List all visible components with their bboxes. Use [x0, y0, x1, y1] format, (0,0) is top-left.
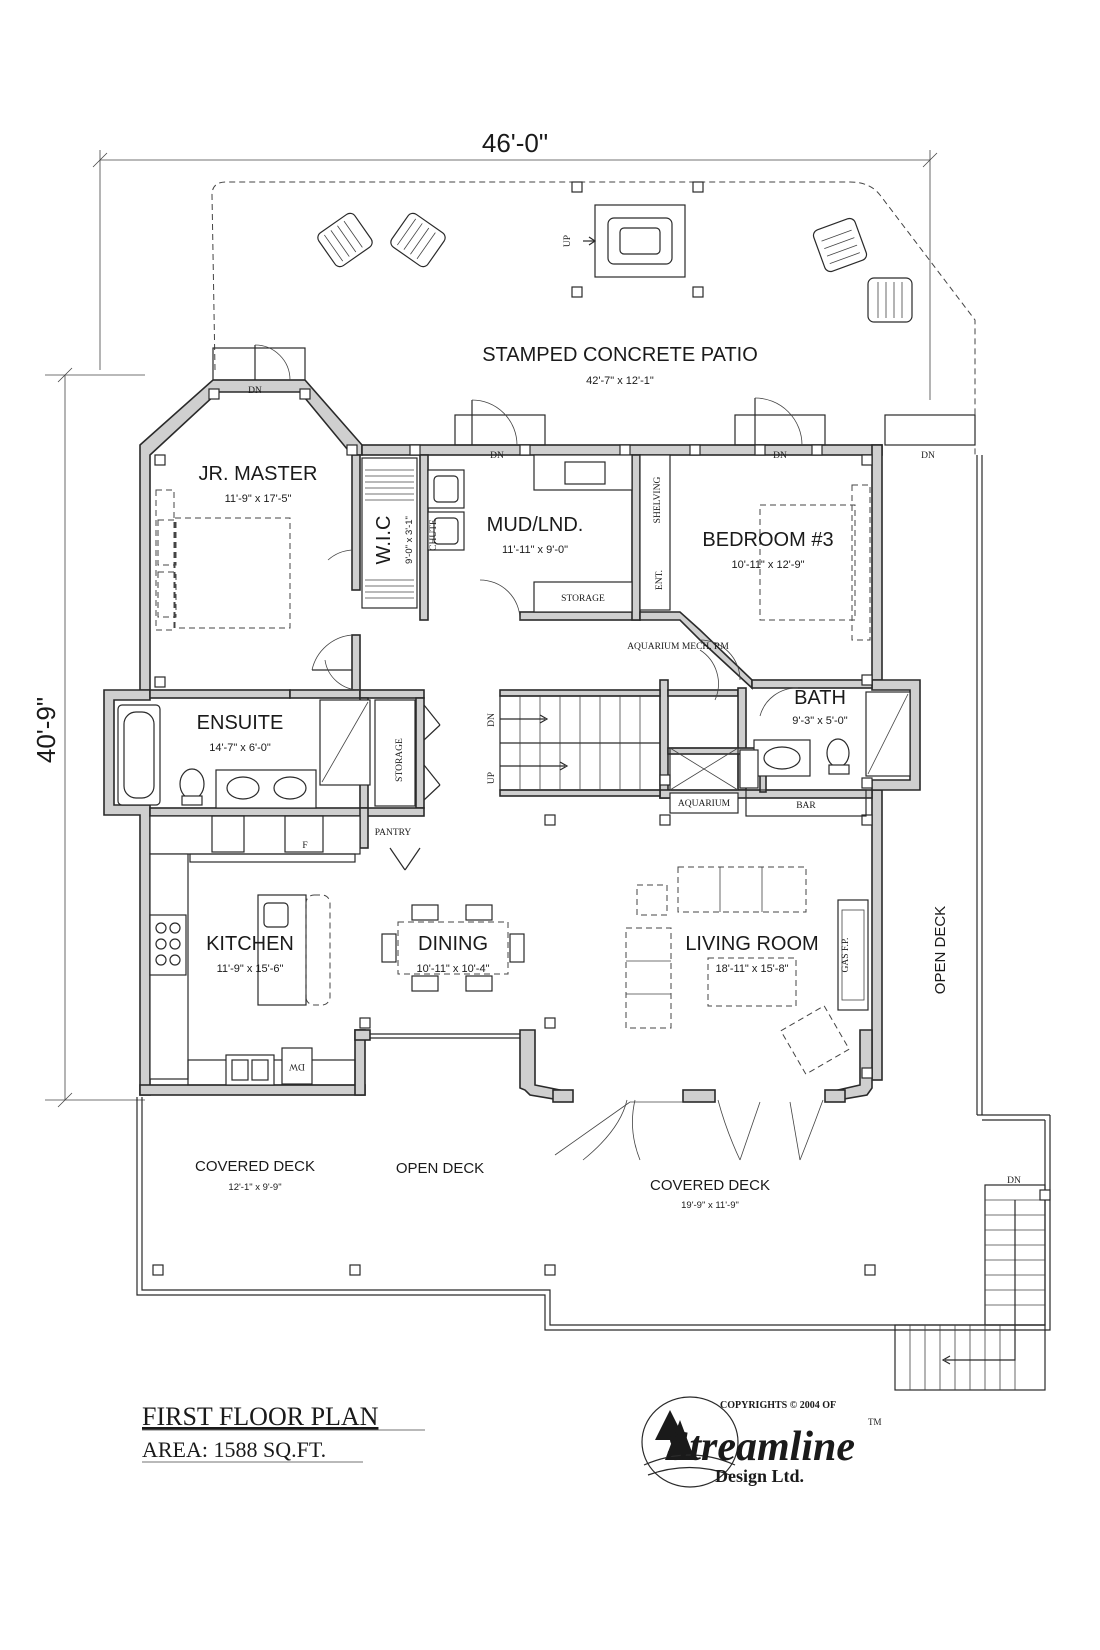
bath-name: BATH — [794, 687, 846, 709]
shelving-label: SHELVING — [653, 477, 663, 524]
patio-name: STAMPED CONCRETE PATIO — [482, 344, 758, 366]
kitchen-size: 11'-9" x 15'-6" — [217, 963, 284, 975]
ensuite-fixtures — [117, 699, 416, 809]
bay-windows — [554, 1099, 824, 1161]
patio-chair-4 — [867, 277, 913, 323]
stair-up-label: UP — [487, 772, 497, 784]
chute-label: CHUTE — [429, 519, 439, 551]
kitchen-name: KITCHEN — [206, 933, 294, 955]
living-name: LIVING ROOM — [685, 933, 818, 955]
copyright-text: COPYRIGHTS © 2004 OF — [720, 1400, 836, 1411]
dining-table — [381, 904, 525, 992]
patio-outline — [211, 181, 976, 455]
storage-mud-label: STORAGE — [561, 594, 605, 604]
brand-sub: Design Ltd. — [715, 1466, 804, 1486]
wic-shelving — [361, 457, 418, 609]
stairs: DN UP — [487, 695, 661, 791]
bar-counter — [745, 789, 867, 817]
aquarium-label: AQUARIUM — [678, 799, 731, 809]
bath-fixtures — [753, 691, 911, 777]
storage-ensuite-label: STORAGE — [395, 738, 405, 782]
bath-size: 9'-3" x 5'-0" — [792, 715, 848, 727]
ensuite-name: ENSUITE — [197, 712, 284, 734]
patio-chair-2 — [390, 212, 446, 268]
stair-dn-label: DN — [487, 713, 497, 727]
covered-deck-right-name: COVERED DECK — [650, 1177, 770, 1194]
mud-size: 11'-11" x 9'-0" — [502, 544, 568, 556]
bar-label: BAR — [796, 801, 816, 811]
mud-name: MUD/LND. — [487, 514, 584, 536]
wic-size: 9'-0" x 3'-1" — [404, 516, 415, 564]
patio-chair-3 — [812, 217, 868, 273]
plan-title: FIRST FLOOR PLAN — [142, 1402, 379, 1431]
ensuite-size: 14'-7" x 6'-0" — [209, 742, 271, 754]
open-deck-side-name: OPEN DECK — [932, 906, 949, 994]
exterior-walls — [103, 379, 921, 1103]
jr-master-size: 11'-9" x 17'-5" — [225, 493, 292, 505]
covered-deck-left-size: 12'-1" x 9'-9" — [228, 1182, 281, 1193]
covered-deck-right-size: 19'-9" x 11'-9" — [681, 1200, 739, 1211]
width-dimension: 46'-0" — [482, 128, 548, 158]
pantry-label: PANTRY — [375, 828, 412, 838]
dn-deck-stairs: DN — [1007, 1176, 1021, 1186]
room-labels: JR. MASTER 11'-9" x 17'-5" W.I.C 9'-0" x… — [195, 463, 949, 1211]
patio-size: 42'-7" x 12'-1" — [586, 375, 654, 387]
dw-label: DW — [289, 1061, 305, 1071]
jr-master-bed — [155, 489, 291, 631]
dn-side: DN — [921, 451, 935, 461]
dn-mud: DN — [490, 451, 504, 461]
dn-jr-master: DN — [248, 386, 262, 396]
aquarium-room — [669, 747, 759, 814]
hot-tub: UP — [563, 204, 686, 278]
covered-deck-left-name: COVERED DECK — [195, 1158, 315, 1175]
title-block: FIRST FLOOR PLAN AREA: 1588 SQ.FT. — [142, 1402, 425, 1463]
kitchen-fixtures — [149, 815, 361, 1086]
living-furniture — [625, 866, 869, 1075]
bedroom3-name: BEDROOM #3 — [702, 529, 833, 551]
trademark-mark: TM — [868, 1417, 882, 1427]
dimension-depth: 40'-9" — [31, 367, 145, 1108]
streamline-logo: COPYRIGHTS © 2004 OF Streamline TM Desig… — [641, 1396, 882, 1488]
depth-dimension: 40'-9" — [31, 697, 61, 763]
dining-name: DINING — [418, 933, 488, 955]
hot-tub-up-label: UP — [563, 235, 573, 247]
jr-master-name: JR. MASTER — [199, 463, 318, 485]
patio-chair-1 — [317, 212, 373, 268]
fridge-label: F — [302, 841, 307, 851]
small-labels: STORAGE STORAGE PANTRY SHELVING ENT. CHU… — [289, 477, 851, 1071]
gas-fp-label: GAS F.P. — [841, 938, 851, 973]
decks — [136, 455, 1051, 1391]
plan-area: AREA: 1588 SQ.FT. — [142, 1437, 326, 1462]
doors — [212, 344, 976, 871]
dining-size: 10'-11" x 10'-4" — [417, 963, 490, 975]
aquarium-mech-label: AQUARIUM MECH. RM — [627, 642, 729, 652]
living-size: 18'-11" x 15'-8" — [716, 963, 789, 975]
bedroom3-size: 10'-11" x 12'-9" — [732, 559, 805, 571]
ent-label: ENT. — [655, 570, 665, 590]
dn-bedroom3: DN — [773, 451, 787, 461]
dimension-width: 46'-0" — [92, 128, 938, 400]
mud-fixtures — [427, 454, 671, 613]
dn-labels: DN DN DN DN DN — [248, 386, 1021, 1186]
brand-name: Streamline — [666, 1424, 855, 1470]
wic-name: W.I.C — [373, 516, 395, 565]
open-deck-front-name: OPEN DECK — [396, 1160, 484, 1177]
patio-posts — [571, 181, 704, 298]
bedroom3-bed — [759, 484, 871, 641]
